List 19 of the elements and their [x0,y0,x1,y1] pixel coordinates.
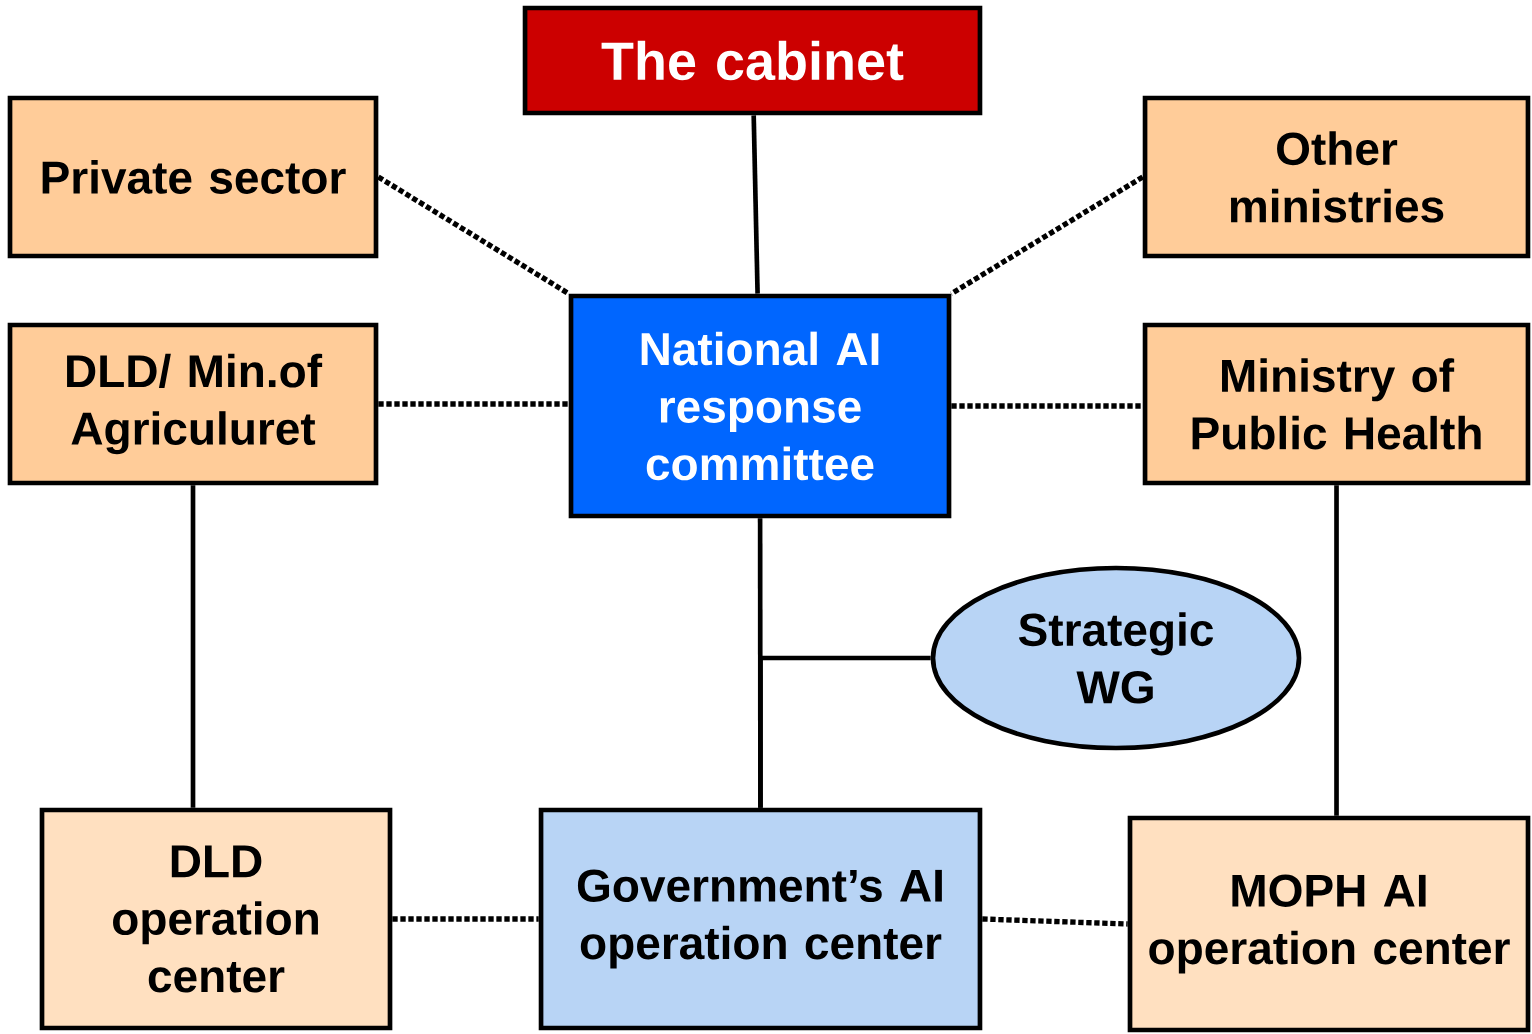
connector-line [1334,485,1339,816]
center-box: Government’s AI operation center [538,807,983,1031]
org-box: Private sector [7,95,379,259]
connector-line [378,401,569,407]
connector-line [376,174,571,296]
connector-line [949,174,1145,296]
connector-line [751,115,760,294]
title-box: The cabinet [522,5,983,116]
org-box: Ministry of Public Health [1142,322,1531,486]
connector-line [392,916,539,922]
connector-line [758,655,931,808]
connector-line [190,485,196,808]
committee-box: National AI response committee [568,293,952,519]
connector-line [951,403,1143,409]
center-box: MOPH AI operation center [1127,815,1531,1033]
org-box: Other ministries [1142,95,1531,259]
center-box: DLD operation center [39,807,393,1031]
org-box: DLD/ Min.of Agriculuret [7,322,379,486]
connector-line [982,916,1128,927]
